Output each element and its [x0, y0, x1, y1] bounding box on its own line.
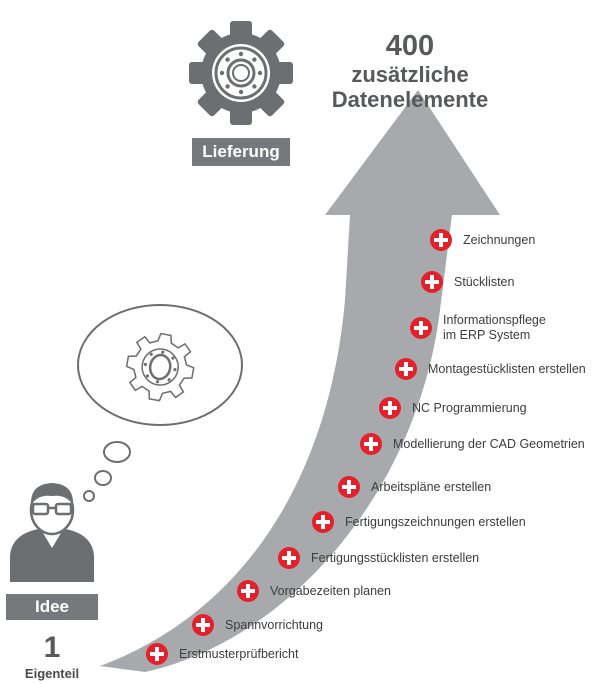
plus-icon	[312, 511, 334, 533]
plus-icon	[379, 397, 401, 419]
result-line-1: zusätzliche	[351, 62, 469, 87]
plus-icon	[237, 580, 259, 602]
list-item: Fertigungszeichnungen erstellen	[312, 511, 526, 533]
item-label: Spannvorrichtung	[225, 617, 323, 632]
item-label: Stücklisten	[454, 274, 515, 289]
item-label-line-1: Informationspflege	[443, 313, 546, 327]
start-unit: Eigenteil	[24, 666, 80, 681]
item-label: Arbeitspläne erstellen	[371, 479, 492, 494]
list-item: Fertigungsstücklisten erstellen	[278, 547, 479, 569]
plus-icon	[410, 317, 432, 339]
list-item: Vorgabezeiten planen	[237, 580, 391, 602]
idea-gear-icon	[125, 332, 195, 402]
item-label-line-2: im ERP System	[443, 328, 531, 342]
item-label: Modellierung der CAD Geometrien	[393, 436, 585, 451]
result-line-2: Datenelemente	[331, 87, 489, 112]
list-item: Modellierung der CAD Geometrien	[360, 433, 585, 455]
growth-arrow	[100, 90, 500, 672]
item-label: Fertigungsstücklisten erstellen	[311, 550, 480, 565]
item-label: NC Programmierung	[412, 400, 527, 415]
item-label: Zeichnungen	[463, 232, 536, 247]
gear-icon	[189, 21, 293, 125]
item-label: Erstmusterprüfbericht	[179, 646, 299, 661]
start-count: 1	[43, 631, 61, 664]
result-headline: 400 zusätzliche Datenelemente	[300, 30, 520, 112]
delivery-label: Lieferung	[192, 138, 290, 166]
list-item: Informationspflege im ERP System	[410, 313, 546, 343]
item-label: Informationspflege im ERP System	[443, 313, 546, 343]
plus-icon	[338, 476, 360, 498]
list-item: Montagestücklisten erstellen	[395, 358, 586, 380]
list-item: Arbeitspläne erstellen	[338, 476, 491, 498]
plus-icon	[421, 271, 443, 293]
list-item: Spannvorrichtung	[192, 614, 323, 636]
item-label: Fertigungszeichnungen erstellen	[345, 514, 526, 529]
plus-icon	[395, 358, 417, 380]
plus-icon	[146, 643, 168, 665]
person-icon	[10, 483, 94, 582]
list-item: NC Programmierung	[379, 397, 527, 419]
plus-icon	[192, 614, 214, 636]
list-item: Zeichnungen	[430, 229, 535, 251]
plus-icon	[278, 547, 300, 569]
idea-label: Idee	[6, 594, 98, 620]
list-item: Erstmusterprüfbericht	[146, 643, 298, 665]
list-item: Stücklisten	[421, 271, 514, 293]
plus-icon	[430, 229, 452, 251]
item-label: Montagestücklisten erstellen	[428, 361, 586, 376]
plus-icon	[360, 433, 382, 455]
item-label: Vorgabezeiten planen	[270, 583, 391, 598]
result-count: 400	[385, 30, 435, 62]
